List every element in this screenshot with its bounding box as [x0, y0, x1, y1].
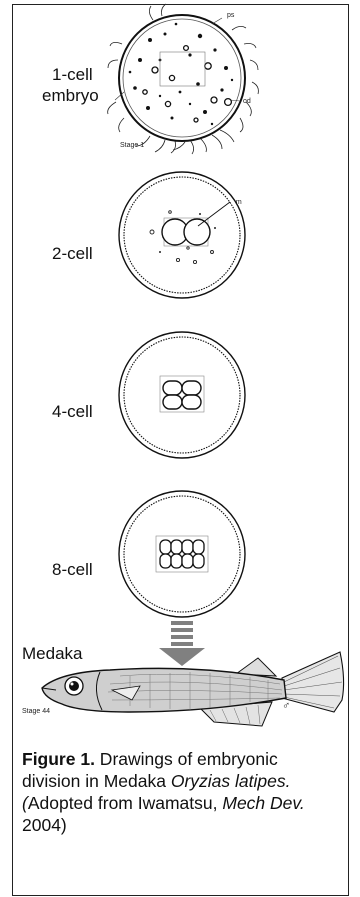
medaka-fish [41, 651, 345, 727]
label-medaka: Medaka [22, 644, 83, 663]
chorion-filaments [107, 3, 259, 155]
caption-text-1: Drawings of embryonic division in Medaka [22, 749, 278, 791]
two-cell-embryo [118, 171, 246, 299]
label-2-cell: 2-cell [52, 244, 93, 263]
caption-text-4: 2004) [22, 815, 67, 835]
stage1-annotation: Stage 1 [120, 142, 145, 149]
caption-species: Oryzias latipes. [170, 771, 291, 791]
oil-droplets [128, 22, 234, 126]
stage44-annotation: Stage 44 [22, 708, 51, 715]
one-cell-embryo [107, 3, 259, 155]
ps-annotation: ps [227, 12, 235, 19]
bm-annotation: bm [232, 199, 242, 206]
figure-caption: Figure 1. Drawings of embryonic division… [22, 748, 332, 836]
oil-droplet-rings [142, 44, 233, 123]
label-4-cell: 4-cell [52, 402, 93, 421]
od-annotation: od [243, 98, 251, 105]
label-1-cell: 1-cell [52, 65, 93, 84]
caption-journal: Mech Dev. [222, 793, 305, 813]
caption-text-3: Adopted from Iwamatsu, [27, 793, 223, 813]
caption-paren: ( [22, 793, 28, 813]
male-symbol: ♂ [282, 700, 291, 712]
eight-cell-embryo [118, 490, 246, 618]
four-cell-embryo [118, 331, 246, 459]
label-8-cell: 8-cell [52, 560, 93, 579]
label-embryo: embryo [42, 86, 99, 105]
down-arrow-icon [159, 621, 205, 666]
figure-label: Figure 1. [22, 749, 95, 769]
